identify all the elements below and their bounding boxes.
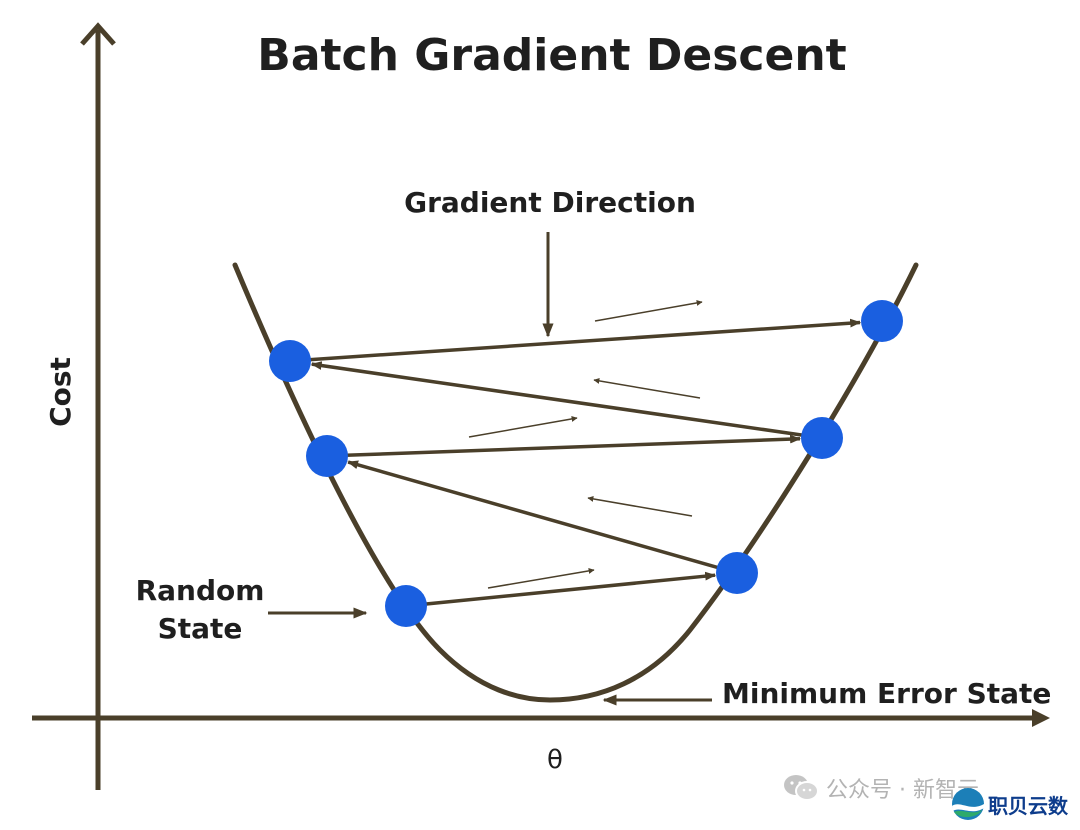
descent-point <box>385 585 427 627</box>
minimum-error-state-label: Minimum Error State <box>722 677 1051 710</box>
descent-point <box>269 340 311 382</box>
direction-arrow <box>593 377 701 399</box>
y-axis-arrowhead <box>80 22 116 46</box>
diagram-title: Batch Gradient Descent <box>257 30 846 81</box>
wechat-icon <box>784 775 819 801</box>
direction-arrows <box>468 299 703 589</box>
gradient-step-arrow <box>347 460 720 570</box>
direction-arrow <box>594 299 703 322</box>
direction-arrow <box>487 567 595 589</box>
x-axis-label: θ <box>547 745 563 775</box>
watermark: 公众号 · 新智元 <box>782 770 979 806</box>
brand-text: 职贝云数 <box>988 793 1068 818</box>
x-axis-arrowhead <box>1032 709 1050 727</box>
gradient-direction-label: Gradient Direction <box>404 186 696 219</box>
direction-arrow <box>468 415 578 438</box>
gradient-step-arrow <box>308 318 862 362</box>
descent-point <box>861 300 903 342</box>
descent-points <box>269 300 903 627</box>
gradient-step-arrow <box>310 361 804 438</box>
descent-point <box>716 552 758 594</box>
cost-curve <box>232 262 919 703</box>
random-state-label-line2: State <box>158 612 243 645</box>
brand-badge: 职贝云数 <box>950 783 1068 825</box>
descent-point <box>801 417 843 459</box>
gradient-step-arrow <box>345 434 802 458</box>
gradient-steps <box>308 318 862 606</box>
direction-arrow <box>587 495 693 517</box>
gradient-step-arrow <box>424 571 717 606</box>
random-state-label-line1: Random <box>136 574 265 607</box>
y-axis-label: Cost <box>44 357 77 427</box>
descent-point <box>306 435 348 477</box>
globe-logo <box>952 788 984 820</box>
